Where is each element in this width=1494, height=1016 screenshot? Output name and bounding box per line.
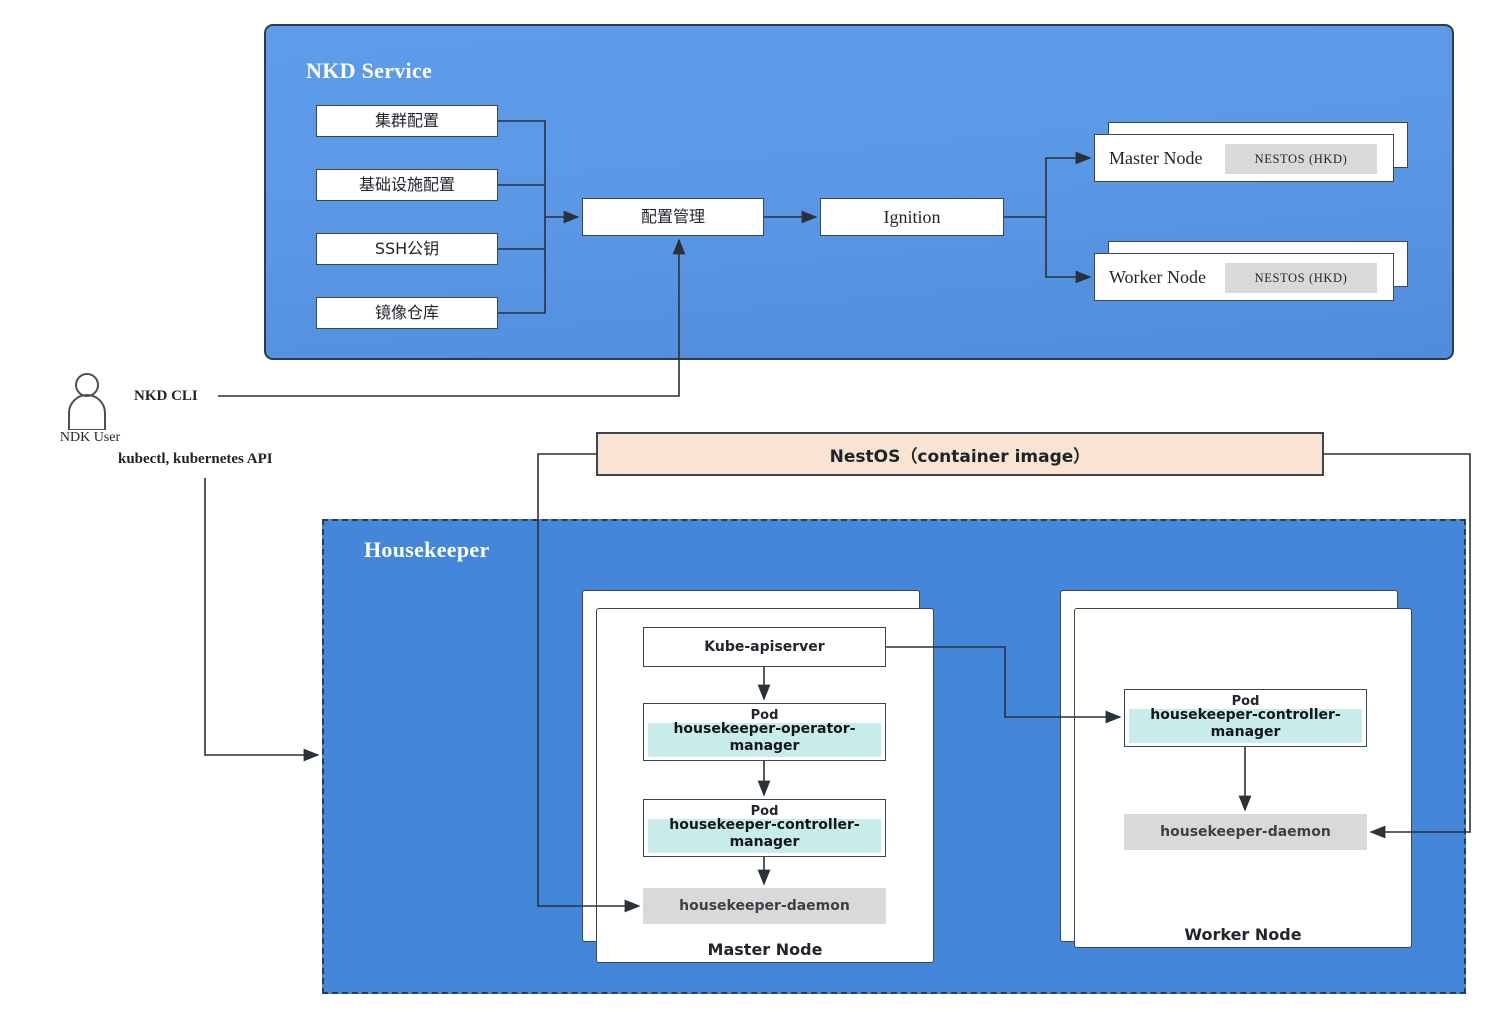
config-box-ssh-key-label: SSH公钥 xyxy=(374,238,440,258)
housekeeper-worker-node-card-front xyxy=(1074,608,1412,948)
nkd-master-node-label: Master Node xyxy=(1109,147,1203,168)
housekeeper-daemon-master[interactable]: housekeeper-daemon xyxy=(643,888,886,924)
nestos-container-image-banner[interactable]: NestOS（container image） xyxy=(596,432,1324,476)
pod-controller-worker-name: housekeeper-controller-manager xyxy=(1150,707,1341,740)
pod-housekeeper-controller-manager-worker[interactable]: Pod housekeeper-controller-manager xyxy=(1124,689,1367,747)
pod-controller-master-highlight xyxy=(648,819,881,853)
nkd-worker-node-os-chip: NESTOS (HKD) xyxy=(1225,263,1377,293)
nkd-worker-node-label: Worker Node xyxy=(1109,266,1207,287)
housekeeper-worker-node-label: Worker Node xyxy=(1184,925,1302,944)
pod-controller-worker-tag: Pod xyxy=(1231,694,1260,709)
pod-operator-name: housekeeper-operator-manager xyxy=(673,721,856,754)
nkd-worker-node-card-front: Worker Node NESTOS (HKD) xyxy=(1094,253,1394,301)
config-box-ssh-key[interactable]: SSH公钥 xyxy=(316,233,498,265)
nkd-master-node-os-chip: NESTOS (HKD) xyxy=(1225,144,1377,174)
config-box-image-registry-label: 镜像仓库 xyxy=(374,302,439,322)
pod-controller-master-name: housekeeper-controller-manager xyxy=(669,817,860,850)
nkd-cli-connector-label: NKD CLI xyxy=(134,388,198,404)
nkd-service-title: NKD Service xyxy=(306,58,433,83)
housekeeper-master-node-label: Master Node xyxy=(707,940,823,959)
kubectl-api-connector-label: kubectl, kubernetes API xyxy=(118,451,273,467)
config-manager-box[interactable]: 配置管理 xyxy=(582,198,764,236)
config-box-image-registry[interactable]: 镜像仓库 xyxy=(316,297,498,329)
config-box-cluster-label: 集群配置 xyxy=(374,110,439,130)
config-box-infrastructure-label: 基础设施配置 xyxy=(358,174,455,194)
housekeeper-title: Housekeeper xyxy=(364,537,490,562)
config-manager-label: 配置管理 xyxy=(640,206,705,226)
user-icon xyxy=(62,372,112,431)
user-label: NDK User xyxy=(59,430,121,445)
pod-housekeeper-controller-manager-master[interactable]: Pod housekeeper-controller-manager xyxy=(643,799,886,857)
config-box-infrastructure[interactable]: 基础设施配置 xyxy=(316,169,498,201)
pod-controller-master-tag: Pod xyxy=(750,804,779,819)
kube-apiserver-box[interactable]: Kube-apiserver xyxy=(643,627,886,667)
kube-apiserver-label: Kube-apiserver xyxy=(704,639,825,655)
config-box-cluster[interactable]: 集群配置 xyxy=(316,105,498,137)
ignition-label: Ignition xyxy=(883,206,941,227)
pod-operator-highlight xyxy=(648,723,881,757)
pod-operator-tag: Pod xyxy=(750,708,779,723)
pod-controller-worker-highlight xyxy=(1129,709,1362,743)
ignition-box[interactable]: Ignition xyxy=(820,198,1004,236)
pod-housekeeper-operator-manager[interactable]: Pod housekeeper-operator-manager xyxy=(643,703,886,761)
housekeeper-daemon-worker[interactable]: housekeeper-daemon xyxy=(1124,814,1367,850)
nkd-master-node-card-front: Master Node NESTOS (HKD) xyxy=(1094,134,1394,182)
